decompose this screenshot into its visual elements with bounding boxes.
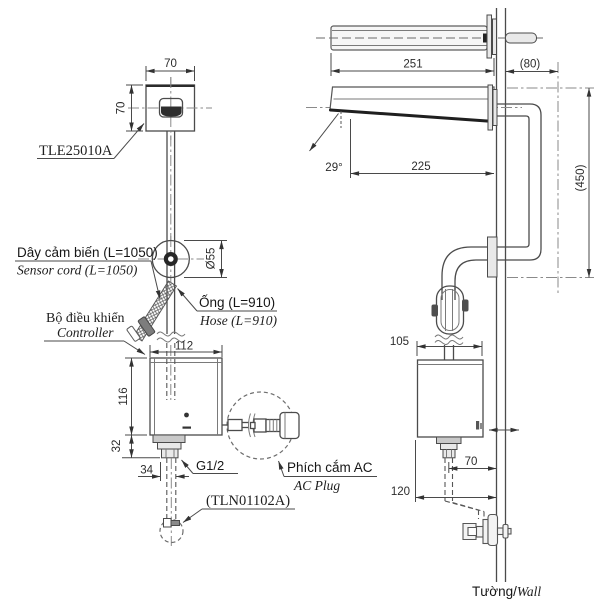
drain-route-side: [444, 458, 512, 547]
dim-controller-depth: 105: [390, 336, 483, 356]
side-view: 251 (80) 29° 225: [306, 8, 594, 599]
front-view: 70 70 Ø55: [15, 58, 377, 546]
dim-controller-width: 112: [149, 341, 223, 357]
quick-joint-circle: [159, 518, 184, 544]
hose-side: [431, 246, 488, 360]
cord-plug-end: [126, 325, 141, 342]
svg-text:Ống (L=910): Ống (L=910): [199, 295, 275, 310]
escutcheon-front: [138, 236, 204, 282]
socket-body: [253, 418, 267, 433]
dim-escutcheon-diameter: Ø55: [184, 240, 227, 278]
label-controller: Bộ điều khiển Controller: [44, 311, 146, 355]
wall-label: Tường/Wall: [472, 584, 541, 599]
plug-body: [227, 418, 243, 432]
label-sensor-cord: Dây cảm biến (L=1050) Sensor cord (L=105…: [15, 245, 161, 300]
sensor-window: [158, 97, 184, 118]
g-half-nut: [161, 448, 179, 459]
spout-faceplate-front: [128, 77, 212, 140]
svg-text:(450): (450): [575, 164, 587, 191]
svg-text:Phích cắm AC: Phích cắm AC: [287, 460, 373, 475]
dim-controller-to-wall: 120: [391, 440, 497, 502]
svg-text:(80): (80): [520, 59, 541, 71]
cord-clip-left: [431, 304, 438, 317]
svg-text:32: 32: [111, 440, 123, 453]
svg-text:TLE25010A: TLE25010A: [39, 143, 113, 159]
svg-text:Ø55: Ø55: [206, 248, 218, 270]
dim-outlet-to-wall: 70: [448, 456, 497, 473]
stop-valve: [462, 513, 512, 547]
svg-text:Hose (L=910): Hose (L=910): [199, 313, 277, 328]
label-thread: G1/2: [181, 458, 238, 474]
label-ac-plug: Phích cắm AC AC Plug: [278, 460, 377, 493]
svg-text:116: 116: [118, 387, 130, 405]
label-model: TLE25010A: [37, 123, 145, 159]
dim-faceplate-width: 70: [145, 58, 195, 81]
svg-text:(TLN01102A): (TLN01102A): [206, 493, 290, 509]
spout-underside: [329, 108, 496, 123]
controller-front: [149, 343, 223, 436]
outlet-fitting-front: [152, 434, 186, 459]
svg-text:70: 70: [465, 456, 478, 468]
svg-text:AC Plug: AC Plug: [293, 478, 340, 493]
svg-text:70: 70: [164, 58, 177, 70]
dim-mount-height: (450): [507, 87, 594, 278]
upper-flange: [486, 14, 492, 59]
lower-flange: [487, 84, 493, 131]
label-drain-valve: (TLN01102A): [182, 493, 295, 523]
dim-spout-length: 251: [330, 53, 495, 76]
controller-slot: [182, 426, 191, 429]
spout-upper-side: [316, 14, 543, 59]
hose-break-symbol: [156, 331, 186, 343]
upper-shank: [505, 32, 537, 44]
dim-outlet-offset: 34: [138, 462, 189, 481]
svg-text:Bộ điều khiển: Bộ điều khiển: [46, 311, 125, 326]
svg-text:70: 70: [116, 102, 128, 115]
dim-faceplate-height: 70: [116, 84, 143, 132]
spout-lower-side: [306, 84, 522, 131]
svg-text:Controller: Controller: [57, 325, 114, 340]
adapter-block: [279, 411, 300, 440]
svg-text:34: 34: [140, 465, 153, 477]
sensor-cord-front: [126, 280, 178, 342]
dim-fitting-height: 32: [111, 434, 160, 459]
break-mark: [248, 413, 251, 438]
cord-clip-right: [462, 299, 469, 312]
sensor-lens: [161, 106, 182, 117]
cord-connector: [137, 316, 156, 337]
svg-text:251: 251: [403, 59, 422, 71]
dim-controller-height: 116: [118, 357, 147, 436]
dim-behind-wall: (80): [505, 59, 559, 296]
controller-led: [184, 412, 189, 418]
controller-side: [416, 359, 519, 459]
svg-text:Sensor cord (L=1050): Sensor cord (L=1050): [17, 263, 138, 278]
svg-text:105: 105: [390, 336, 409, 348]
dim-spout-reach: 225: [350, 119, 494, 178]
svg-text:225: 225: [411, 161, 430, 173]
svg-text:112: 112: [175, 341, 193, 353]
svg-text:Dây cảm biến (L=1050): Dây cảm biến (L=1050): [17, 245, 158, 260]
valve-wall-flange: [487, 513, 499, 547]
svg-text:29°: 29°: [325, 162, 342, 174]
stream-angle: 29°: [309, 111, 343, 174]
wall-supply-flange: [487, 236, 498, 278]
supply-pipe-behind-wall: [487, 103, 542, 278]
label-hose: Ống (L=910) Hose (L=910): [177, 288, 277, 328]
svg-text:120: 120: [391, 486, 410, 498]
drain-pipe-front: [159, 458, 184, 546]
ac-plug-detail: [222, 391, 300, 460]
svg-text:G1/2: G1/2: [196, 458, 224, 473]
